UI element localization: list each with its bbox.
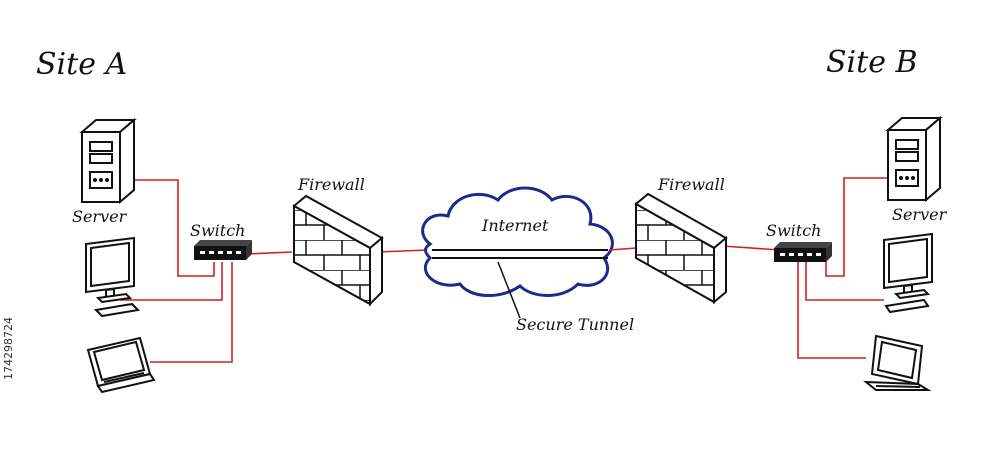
- site-b-title: Site B: [826, 45, 918, 80]
- firewall-icon: [292, 194, 384, 307]
- tunnel-pointer: [497, 261, 521, 319]
- site-b-firewall-label: Firewall: [657, 175, 725, 194]
- site-a-links: [120, 179, 429, 363]
- site-b-server-label: Server: [892, 205, 948, 224]
- monitor-icon: [85, 236, 141, 318]
- monitor-icon: [883, 232, 933, 314]
- side-image-id: 174298724: [2, 317, 15, 380]
- internet: Internet Secure Tunnel: [421, 186, 634, 334]
- site-b-switch-label: Switch: [766, 221, 821, 240]
- firewall-icon: [634, 192, 728, 305]
- server-icon: [79, 117, 137, 205]
- internet-label: Internet: [481, 216, 549, 235]
- switch-icon: [774, 242, 832, 262]
- cloud-icon: [421, 186, 614, 298]
- site-a-switch-label: Switch: [190, 221, 245, 240]
- site-a-firewall-label: Firewall: [297, 175, 365, 194]
- server-icon: [885, 115, 943, 203]
- site-a-server-label: Server: [72, 207, 128, 226]
- site-a: Site A Server: [36, 47, 429, 394]
- switch-icon: [194, 240, 252, 260]
- site-a-title: Site A: [36, 47, 127, 82]
- secure-tunnel-label: Secure Tunnel: [516, 315, 634, 334]
- laptop-icon: [863, 334, 932, 391]
- laptop-icon: [86, 336, 156, 394]
- site-b: Site B Firewall Switch: [609, 45, 948, 391]
